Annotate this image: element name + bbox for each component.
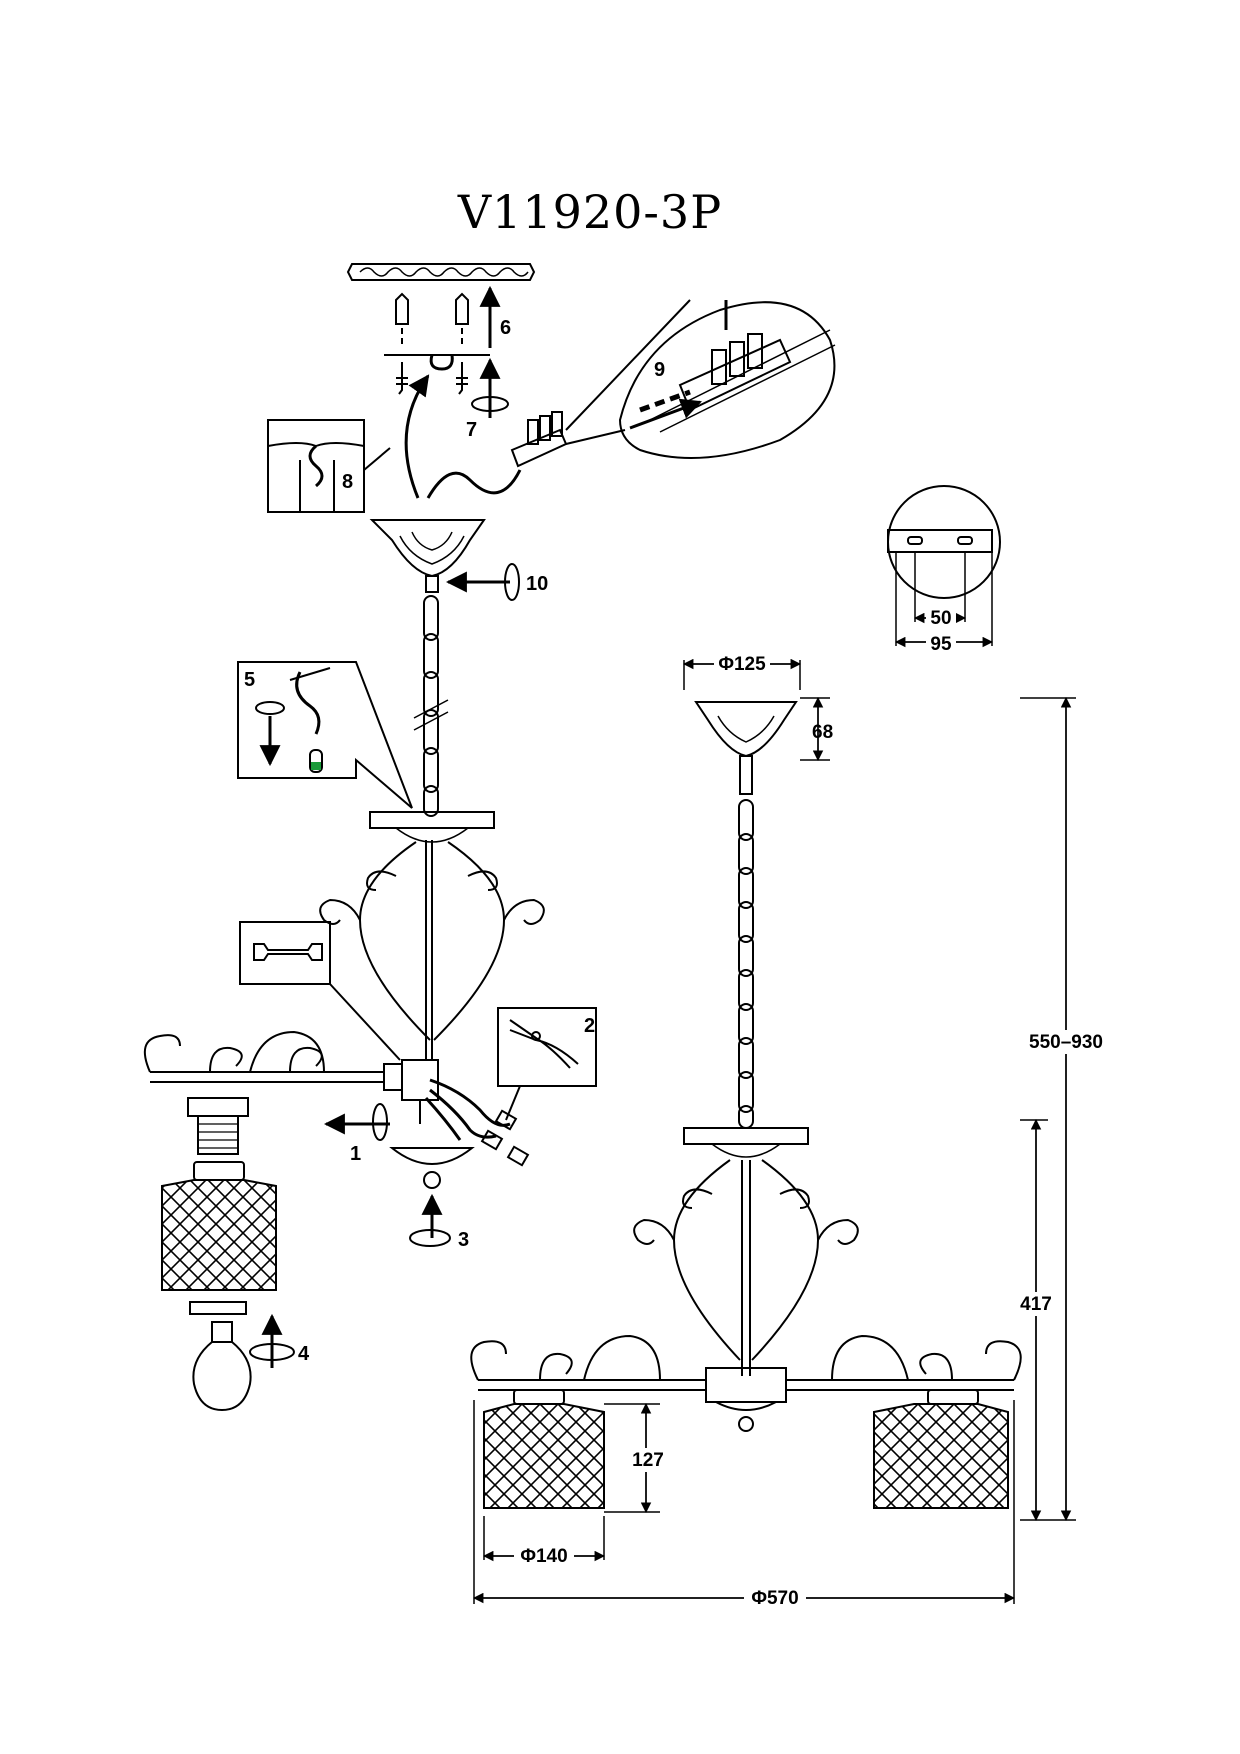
step-label-10: 10 bbox=[526, 573, 548, 595]
dim-shade-diameter: Φ140 bbox=[520, 1546, 567, 1567]
terminal-block bbox=[510, 411, 568, 468]
chain-right bbox=[738, 799, 754, 1129]
step-label-8: 8 bbox=[342, 471, 353, 493]
step-label-4: 4 bbox=[298, 1343, 310, 1365]
rotate-arrow-icon bbox=[504, 563, 520, 601]
ceiling-plate bbox=[346, 263, 536, 281]
pliers-detail bbox=[497, 1007, 597, 1121]
step-label-2: 2 bbox=[584, 1015, 595, 1037]
step-label-3: 3 bbox=[458, 1229, 469, 1251]
lamp-socket bbox=[187, 1097, 249, 1155]
dim-body-height: 417 bbox=[1020, 1294, 1052, 1315]
rotate-arrow-icon bbox=[471, 396, 509, 412]
rotate-arrow-icon bbox=[372, 1103, 388, 1141]
pliers-icon bbox=[509, 1019, 579, 1069]
step-label-7: 7 bbox=[466, 419, 477, 441]
center-plate-right bbox=[683, 1127, 809, 1158]
chain-icon bbox=[413, 595, 449, 817]
frame-scrolls-left bbox=[319, 840, 545, 1060]
dim-hole-spacing: 50 bbox=[930, 608, 951, 629]
bottom-cap-left bbox=[389, 1147, 475, 1247]
rotate-arrow-icon bbox=[409, 1229, 451, 1247]
dim-canopy-diameter: Φ125 bbox=[718, 654, 766, 675]
rotate-arrow-icon bbox=[249, 1343, 295, 1361]
magnify-line-bottom bbox=[565, 429, 626, 445]
wrench-detail bbox=[239, 921, 401, 1061]
hook-icon bbox=[429, 354, 454, 371]
dim-canopy-height: 68 bbox=[812, 722, 833, 743]
step5-detail bbox=[237, 661, 413, 809]
dim-bracket-width: 95 bbox=[930, 634, 952, 655]
frame-scrolls-right bbox=[633, 1159, 859, 1376]
shade-left-assembled bbox=[483, 1389, 605, 1509]
step-label-5: 5 bbox=[244, 669, 255, 691]
dim-total-height: 550–930 bbox=[1029, 1032, 1103, 1053]
shade-ring bbox=[189, 1301, 247, 1315]
dimension-lines bbox=[472, 658, 1076, 1604]
lift-curve bbox=[404, 374, 430, 499]
magnify-line-top bbox=[565, 299, 691, 431]
clip-accent bbox=[311, 762, 321, 770]
dim-overall-diameter: Φ570 bbox=[751, 1588, 798, 1609]
supply-wire bbox=[426, 469, 522, 499]
step8-detail bbox=[267, 419, 391, 513]
step9-magnifier bbox=[618, 300, 836, 459]
shade-right-assembled bbox=[873, 1389, 1009, 1509]
arm-left-exploded bbox=[143, 1030, 439, 1124]
wire-connectors bbox=[424, 1078, 530, 1167]
step-label-1: 1 bbox=[350, 1143, 361, 1165]
step-label-6: 6 bbox=[500, 317, 511, 339]
dim-shade-height: 127 bbox=[632, 1450, 664, 1471]
glass-shade-exploded bbox=[161, 1161, 277, 1291]
canopy-right bbox=[694, 701, 798, 795]
step-label-9: 9 bbox=[654, 359, 665, 381]
light-bulb-icon bbox=[192, 1321, 252, 1412]
wall-plug-icon bbox=[395, 292, 469, 346]
model-title: V11920-3P bbox=[457, 185, 722, 239]
screw-icon bbox=[396, 362, 468, 395]
wrench-icon bbox=[253, 943, 323, 961]
canopy-left bbox=[369, 519, 486, 593]
